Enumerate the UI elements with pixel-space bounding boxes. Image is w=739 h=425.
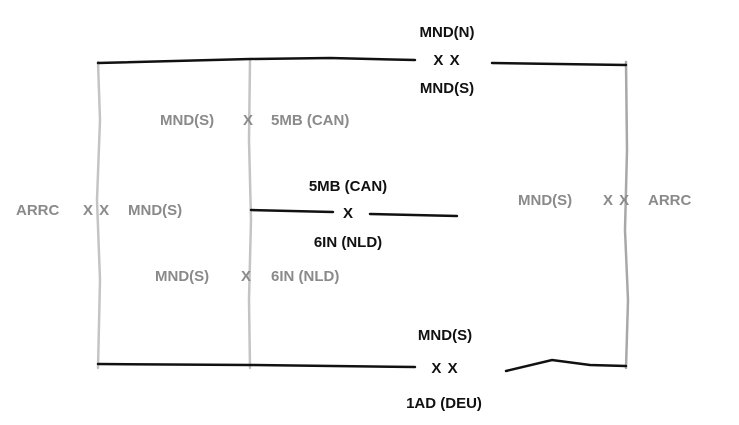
left-outer-label: ARRC [16,202,60,219]
right-boundary-symbol: X X [603,192,631,209]
bottom-boundary-symbol: X X [431,360,459,377]
center-lower-label: 6IN (NLD) [313,234,383,251]
bottom-lower-label: 1AD (DEU) [406,395,482,412]
center-boundary-line-right [368,212,459,218]
top-boundary-line-right [490,61,628,67]
bottom-boundary-line-right [504,358,628,373]
top-upper-label: MND(N) [419,24,475,41]
left-boundary-symbol: X X [83,202,111,219]
top-boundary-symbol: X X [433,52,461,69]
bottom-boundary-line-left [96,362,417,369]
center-boundary-line-left [249,208,335,214]
center-boundary-symbol: X [342,205,354,222]
right-boundary-line [623,60,630,370]
top-boundary-line-left [96,56,417,65]
left-inner-label: MND(S) [128,202,183,219]
inner-lower-right-label: 6IN (NLD) [271,268,340,285]
inner-upper-left-label: MND(S) [160,112,215,129]
right-outer-label: ARRC [648,192,692,209]
inner-upper-symbol: X [243,112,254,129]
top-lower-label: MND(S) [419,80,475,97]
inner-lower-left-label: MND(S) [155,268,210,285]
left-boundary-line [95,60,102,370]
inner-lower-symbol: X [241,268,252,285]
inner-boundary-line [247,58,253,370]
inner-upper-right-label: 5MB (CAN) [271,112,350,129]
center-upper-label: 5MB (CAN) [308,178,388,195]
bottom-upper-label: MND(S) [417,327,473,344]
right-inner-label: MND(S) [518,192,573,209]
